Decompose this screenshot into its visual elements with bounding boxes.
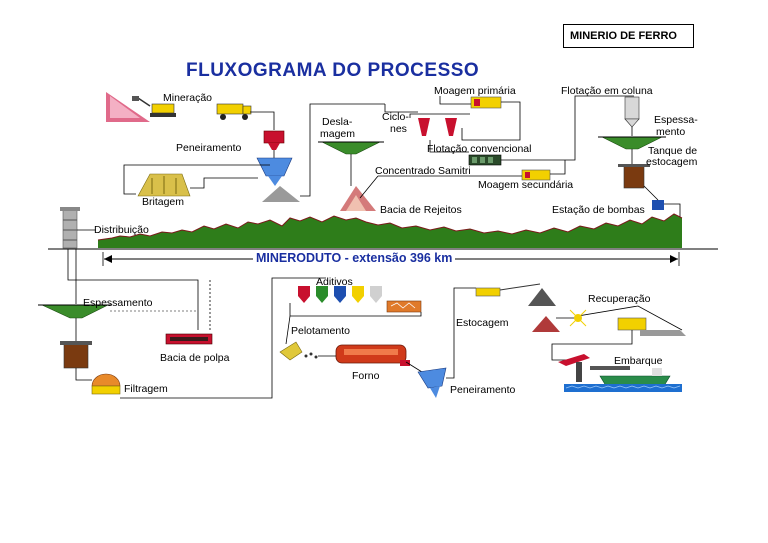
storage-tank-icon <box>618 164 650 189</box>
label-mining: Mineração <box>163 92 213 104</box>
label-pulp-basin: Bacia de polpa <box>160 352 230 364</box>
label-cyclones-1: Ciclo- <box>382 111 409 123</box>
feed-hopper-icon <box>263 130 285 150</box>
pipeline-terrain <box>48 213 718 250</box>
label-crushing: Britagem <box>142 196 185 208</box>
ore-type-label: MINERIO DE FERRO <box>563 24 694 48</box>
label-stockpiling: Estocagem <box>456 317 509 329</box>
slurry-tank-icon <box>60 341 92 369</box>
secondary-mill-icon <box>521 169 551 181</box>
label-conventional-flotation: Flotação convencional <box>427 143 532 155</box>
label-screening-top: Peneiramento <box>176 142 242 154</box>
label-shipping: Embarque <box>614 355 663 367</box>
label-storage-tank-2: estocagem <box>646 156 698 168</box>
desliming-thickener-icon <box>318 141 384 155</box>
pellet-screen-icon <box>417 367 447 398</box>
label-secondary-grinding: Moagem secundária <box>478 179 574 191</box>
label-samitri-concentrate: Concentrado Samitri <box>375 165 471 177</box>
label-primary-grinding: Moagem primária <box>434 85 516 97</box>
label-desliming-1: Desla- <box>322 116 353 128</box>
pulp-basin-icon <box>165 333 213 345</box>
mixer-icon <box>386 300 422 313</box>
label-additives: Aditivos <box>316 276 353 288</box>
label-pelletizing: Pelotamento <box>291 325 350 337</box>
pelletizing-disc-icon <box>279 341 318 361</box>
diagram-title: FLUXOGRAMA DO PROCESSO <box>186 60 480 81</box>
mine-slope-icon <box>106 92 150 122</box>
label-thickening-top-1: Espessa- <box>654 114 698 126</box>
water-icon <box>564 384 682 392</box>
reclaimer-icon <box>569 309 686 336</box>
column-flotation-icon <box>624 96 640 128</box>
excavator-icon <box>132 96 176 117</box>
pump-station-icon <box>643 185 664 210</box>
conventional-flotation-icon <box>468 154 502 166</box>
label-tailings-dam: Bacia de Rejeitos <box>380 204 462 216</box>
label-thickening-top-2: mento <box>656 126 686 138</box>
label-desliming-2: magem <box>320 128 356 140</box>
slurry-thickener-icon <box>38 304 112 319</box>
pellet-pile-icon <box>528 288 560 332</box>
screen-icon <box>256 157 293 186</box>
label-distribution: Distribuição <box>94 224 149 236</box>
label-cyclones-2: nes <box>390 123 407 135</box>
haul-truck-icon <box>216 103 252 120</box>
label-column-flotation: Flotação em coluna <box>561 85 653 97</box>
tailings-dam-icon <box>340 186 376 211</box>
cyclones-icon <box>418 118 457 136</box>
label-pump-station: Estação de bombas <box>552 204 645 216</box>
label-thickening-bottom: Espessamento <box>83 297 153 309</box>
primary-mill-icon <box>470 96 502 109</box>
distribution-tower-icon <box>60 207 80 249</box>
furnace-icon <box>335 344 410 366</box>
label-filtering: Filtragem <box>124 383 168 395</box>
filter-icon <box>91 373 121 395</box>
label-recovery: Recuperação <box>588 293 651 305</box>
label-furnace: Forno <box>352 370 380 382</box>
pipeline-label: MINERODUTO - extensão 396 km <box>253 251 456 265</box>
ship-loader-icon <box>558 354 630 382</box>
ship-icon <box>599 368 671 387</box>
concentrate-thickener-icon <box>598 136 666 150</box>
label-screening-bottom: Peneiramento <box>450 384 516 396</box>
additive-silos-icon <box>298 286 382 303</box>
stacker-icon <box>475 283 541 297</box>
crusher-icon <box>137 173 191 197</box>
label-storage-tank-1: Tanque de <box>648 145 698 157</box>
